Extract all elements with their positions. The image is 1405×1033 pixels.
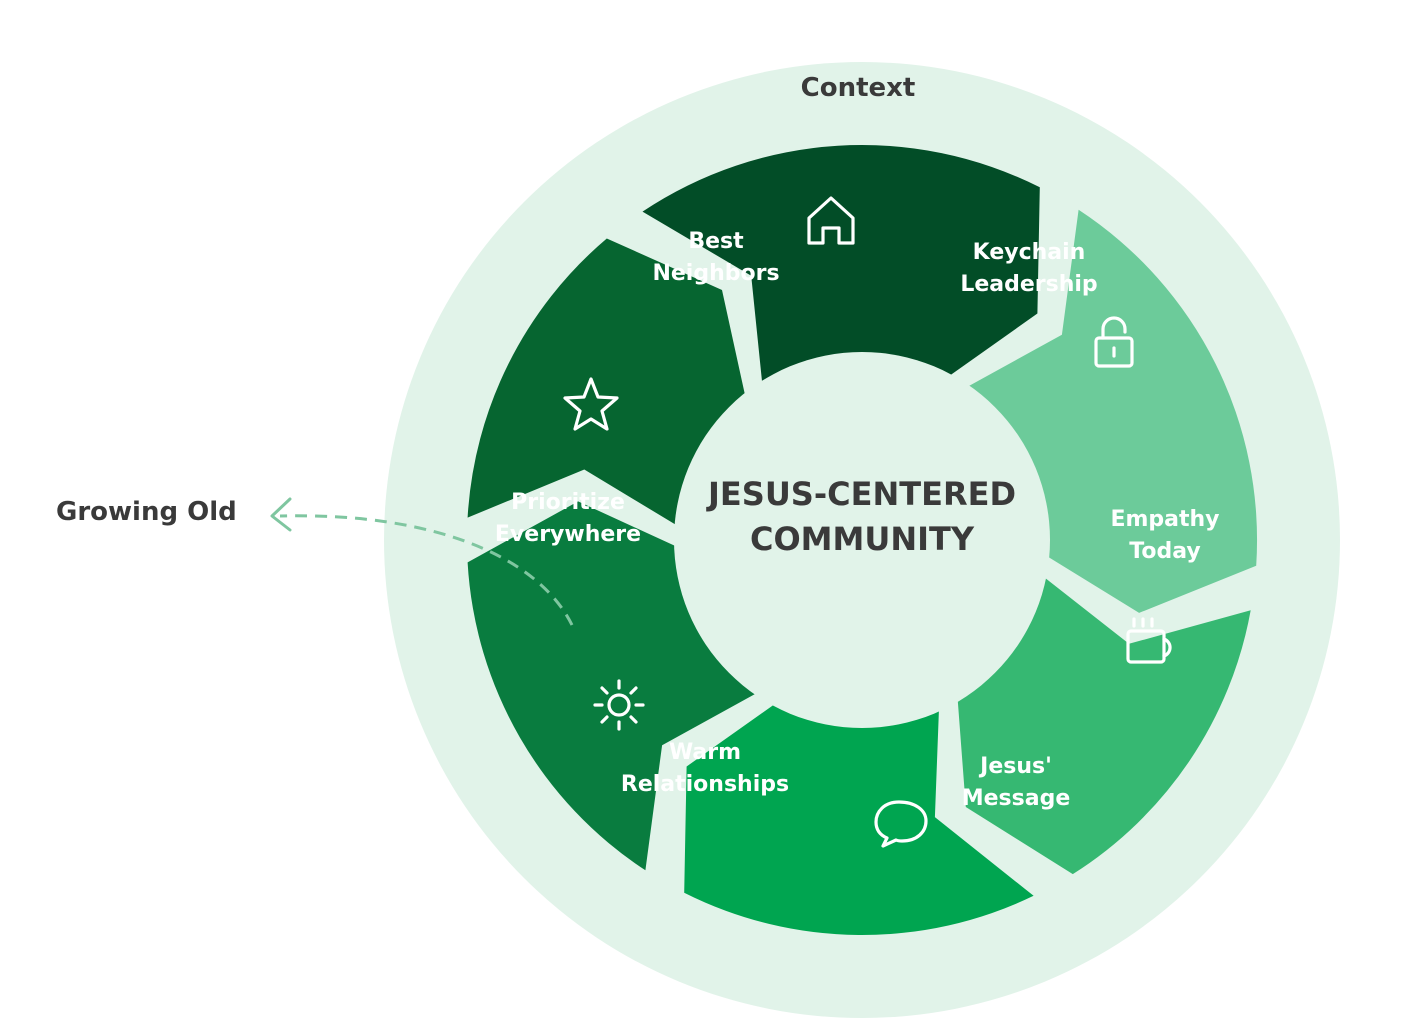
- sun-icon: [593, 679, 645, 731]
- padlock-icon: [1094, 316, 1134, 368]
- side-label-growing-old: Growing Old: [56, 497, 237, 527]
- segment-best-neighbors: [642, 145, 1040, 392]
- segment-label-prioritize-line2: Everywhere: [495, 522, 641, 547]
- segment-label-prioritize-line1: Prioritize: [511, 490, 625, 515]
- segment-label-best-line2: Neighbors: [652, 261, 779, 286]
- segment-keychain-leadership: [959, 209, 1258, 613]
- house-icon: [807, 196, 855, 245]
- segment-label-warm-line1: Warm: [669, 740, 741, 765]
- segment-label-empathy-line1: Empathy: [1110, 507, 1219, 532]
- dashed-arrow: [279, 514, 574, 626]
- segment-label-best-line1: Best: [688, 229, 744, 254]
- cycle-segments: [467, 145, 1258, 936]
- mug-icon: [1126, 617, 1172, 664]
- center-title-line1: JESUS-CENTERED: [706, 475, 1016, 513]
- center-circle: [674, 352, 1050, 728]
- segment-label-keychain-line1: Keychain: [973, 240, 1086, 265]
- segment-label-keychain-line2: Leadership: [960, 272, 1097, 297]
- segment-jesus-message: [684, 699, 1034, 936]
- center-title-line2: COMMUNITY: [750, 520, 975, 558]
- segment-label-warm-line2: Relationships: [621, 772, 789, 797]
- segment-label-empathy-line2: Today: [1129, 539, 1200, 564]
- segment-label-message-line1: Jesus': [978, 754, 1052, 779]
- arrow-head: [270, 497, 292, 532]
- segment-empathy-today: [957, 571, 1251, 875]
- segment-prioritize-everywhere: [467, 238, 747, 530]
- segment-label-message-line2: Message: [962, 786, 1071, 811]
- star-icon: [563, 377, 619, 431]
- context-label: Context: [801, 73, 916, 103]
- speech-bubble-icon: [874, 800, 928, 848]
